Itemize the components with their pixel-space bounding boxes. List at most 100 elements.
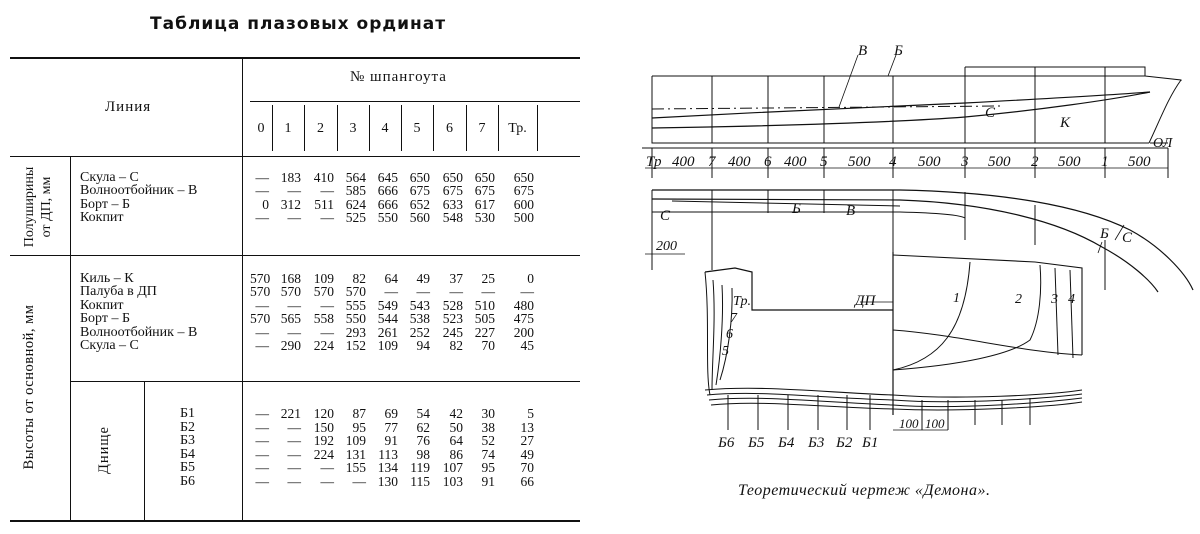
table-cell: 224 xyxy=(313,446,334,462)
table-cell: 45 xyxy=(520,338,535,353)
table-cell: — xyxy=(352,474,367,489)
table-cell: — xyxy=(255,338,270,353)
table-cell: 410 xyxy=(313,170,334,185)
table-cell: — xyxy=(255,419,270,435)
grid-line xyxy=(433,105,434,151)
table-cell: — xyxy=(320,183,335,199)
spacing-label: 400 xyxy=(672,154,695,170)
row-label: Волноотбойник – В xyxy=(80,324,198,340)
table-cell: 290 xyxy=(280,338,301,353)
label-chine: С xyxy=(985,105,996,121)
col-header: 0 xyxy=(257,121,265,136)
table-cell: 633 xyxy=(442,196,463,212)
table-cell: — xyxy=(320,210,335,226)
table-cell: 570 xyxy=(345,284,366,300)
table-cell: 42 xyxy=(449,406,464,421)
table-cell: 64 xyxy=(384,271,399,286)
body-label-3: 3 xyxy=(1050,292,1058,307)
grid-line xyxy=(242,59,243,520)
table-cell: — xyxy=(416,284,431,300)
table-cell: 49 xyxy=(520,446,535,462)
table-cell: 550 xyxy=(377,210,398,226)
table-cell: 38 xyxy=(481,419,496,435)
row-label: Кокпит xyxy=(80,210,124,226)
table-cell: 70 xyxy=(481,338,496,353)
table-cell: 27 xyxy=(520,433,535,449)
table-cell: 570 xyxy=(280,284,301,300)
table-cell: 585 xyxy=(345,183,366,199)
table-cell: 543 xyxy=(409,297,430,313)
table-cell: 52 xyxy=(481,433,496,449)
table-cell: 155 xyxy=(345,460,366,476)
table-cell: 130 xyxy=(377,474,398,489)
station-label: 1 xyxy=(1101,154,1109,170)
offsets-table: Линия № шпангоута 0 1 2 3 4 5 6 7 Тр. По… xyxy=(10,57,580,522)
table-cell: — xyxy=(320,460,335,476)
table-cell: — xyxy=(255,406,270,421)
table-cell: 0 xyxy=(262,196,269,212)
table-cell: 183 xyxy=(280,170,301,185)
table-cell: — xyxy=(255,433,270,449)
grid-line xyxy=(70,156,71,520)
table-cell: 69 xyxy=(384,406,399,421)
table-cell: 54 xyxy=(416,406,431,421)
table-cell: 530 xyxy=(474,210,495,226)
table-cell: — xyxy=(255,474,270,489)
station-label: 2 xyxy=(1031,154,1039,170)
col-header: 3 xyxy=(349,121,357,136)
table-cell: — xyxy=(287,324,302,340)
grid-line xyxy=(304,105,305,151)
table-cell: 549 xyxy=(377,297,398,313)
buttock-label: Б1 xyxy=(861,435,878,451)
plan-chine xyxy=(651,198,1159,293)
table-cell: 617 xyxy=(474,196,495,212)
table-cell: — xyxy=(255,210,270,226)
row-label: Киль – К xyxy=(80,271,134,286)
sheer-line xyxy=(652,75,1182,81)
station-label: Тр xyxy=(646,154,662,170)
col-header: 4 xyxy=(381,121,389,136)
table-cell: 570 xyxy=(313,284,334,300)
chine-line xyxy=(651,91,1151,119)
buttock-label: Б2 xyxy=(835,435,853,451)
col-header: 7 xyxy=(478,121,486,136)
table-cell: 252 xyxy=(409,324,430,340)
table-cell: 500 xyxy=(513,210,534,226)
spacing-label: 400 xyxy=(784,154,807,170)
table-cell: 95 xyxy=(352,419,367,435)
table-title: Таблица плазовых ординат xyxy=(150,14,447,34)
body-label-2: 2 xyxy=(1015,292,1022,307)
table-cell: 25 xyxy=(481,271,496,286)
table-cell: 131 xyxy=(345,446,366,462)
table-cell: 82 xyxy=(449,338,464,353)
table-cell: 538 xyxy=(409,311,430,327)
spacing-label: 500 xyxy=(988,154,1011,170)
label-baseline: ОЛ xyxy=(1153,136,1174,151)
plan-cockpit xyxy=(652,211,966,219)
table-cell: 510 xyxy=(474,297,495,313)
table-cell: 192 xyxy=(313,433,334,449)
grid-line xyxy=(369,105,370,151)
row-label: Волноотбойник – В xyxy=(80,183,198,199)
spacing-label: 500 xyxy=(1128,154,1151,170)
table-cell: 550 xyxy=(345,311,366,327)
table-cell: — xyxy=(449,284,464,300)
table-cell: 37 xyxy=(449,271,464,286)
bottom-dim-label: 100 xyxy=(925,416,945,431)
table-cell: 150 xyxy=(313,419,334,435)
table-cell: 115 xyxy=(410,474,430,489)
table-cell: 87 xyxy=(352,406,367,421)
grid-line xyxy=(537,105,538,151)
col-header: Тр. xyxy=(508,121,527,136)
table-cell: 134 xyxy=(377,460,398,476)
table-cell: — xyxy=(320,324,335,340)
station-label: 5 xyxy=(820,154,828,170)
table-cell: 109 xyxy=(345,433,366,449)
plan-label-bulwark: В xyxy=(846,203,855,219)
buttock-label: Б5 xyxy=(747,435,765,451)
station-label: 6 xyxy=(764,154,772,170)
table-cell: 624 xyxy=(345,196,366,212)
table-cell: 66 xyxy=(520,474,535,489)
table-cell: 120 xyxy=(313,406,334,421)
